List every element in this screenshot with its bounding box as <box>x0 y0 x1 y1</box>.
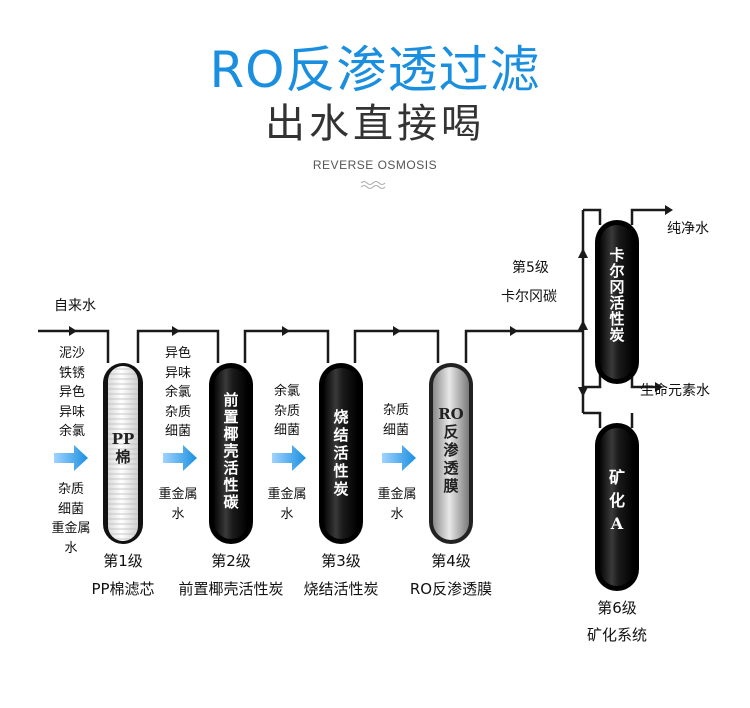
stage-6-name: 矿化系统 <box>586 626 647 644</box>
stage-2-removes: 异色 异味 余氯 杂质 细菌 <box>164 346 191 439</box>
filter-3-label: 烧结活性炭 <box>333 408 349 498</box>
output-pure-water: 纯净水 <box>667 221 709 237</box>
stage-1-number: 第1级 <box>103 552 143 570</box>
stage-2-name: 前置椰壳活性炭 <box>178 580 284 598</box>
stage-1-name: PP棉滤芯 <box>91 580 155 598</box>
filter-5-cartridge <box>595 220 639 384</box>
filter-1-cartridge <box>103 363 143 544</box>
stage-4-removes: 杂质 细菌 <box>382 403 409 438</box>
stage-3-number: 第3级 <box>321 552 361 570</box>
stage-3-removes: 余氯 杂质 细菌 <box>273 384 300 438</box>
filter-2-label: 前置椰壳活性碳 <box>223 391 239 511</box>
stage-3-name: 烧结活性炭 <box>303 580 379 598</box>
page-subtitle: 出水直接喝 <box>265 101 485 147</box>
stage-3-passes: 重金属 水 <box>267 487 307 522</box>
flow-arrows <box>54 445 416 471</box>
filter-4-cartridge <box>429 363 473 544</box>
filter-2-cartridge <box>209 363 253 544</box>
flow-arrow-3 <box>272 445 306 471</box>
flow-arrow-2 <box>163 445 197 471</box>
pipe-arrows <box>69 205 673 397</box>
page-title: RO反渗透过滤 <box>209 41 541 99</box>
wave-icon <box>360 181 386 189</box>
stage-2-passes: 重金属 水 <box>158 487 198 522</box>
flow-arrow-4 <box>382 445 416 471</box>
filter-5-label: 卡尔冈活性炭 <box>609 246 625 344</box>
stage-1-removes: 泥沙 铁锈 异色 异味 余氯 <box>58 346 85 439</box>
filter-6-cartridge <box>595 423 639 591</box>
tagline: REVERSE OSMOSIS <box>312 158 438 172</box>
stage-6-number: 第6级 <box>597 599 637 617</box>
stage-4-name: RO反渗透膜 <box>409 580 493 598</box>
stage-5-name: 卡尔冈碳 <box>501 289 557 305</box>
stage-4-number: 第4级 <box>431 552 471 570</box>
flow-arrow-1 <box>54 445 88 471</box>
inlet-label: 自来水 <box>54 298 96 314</box>
stage-1-passes: 杂质 细菌 重金属 水 <box>51 482 91 556</box>
stage-2-number: 第2级 <box>211 552 251 570</box>
stage-4-passes: 重金属 水 <box>377 487 417 522</box>
filter-3-cartridge <box>319 363 363 544</box>
stage-5-number: 第5级 <box>512 260 549 276</box>
output-mineral-water: 生命元素水 <box>640 383 710 399</box>
